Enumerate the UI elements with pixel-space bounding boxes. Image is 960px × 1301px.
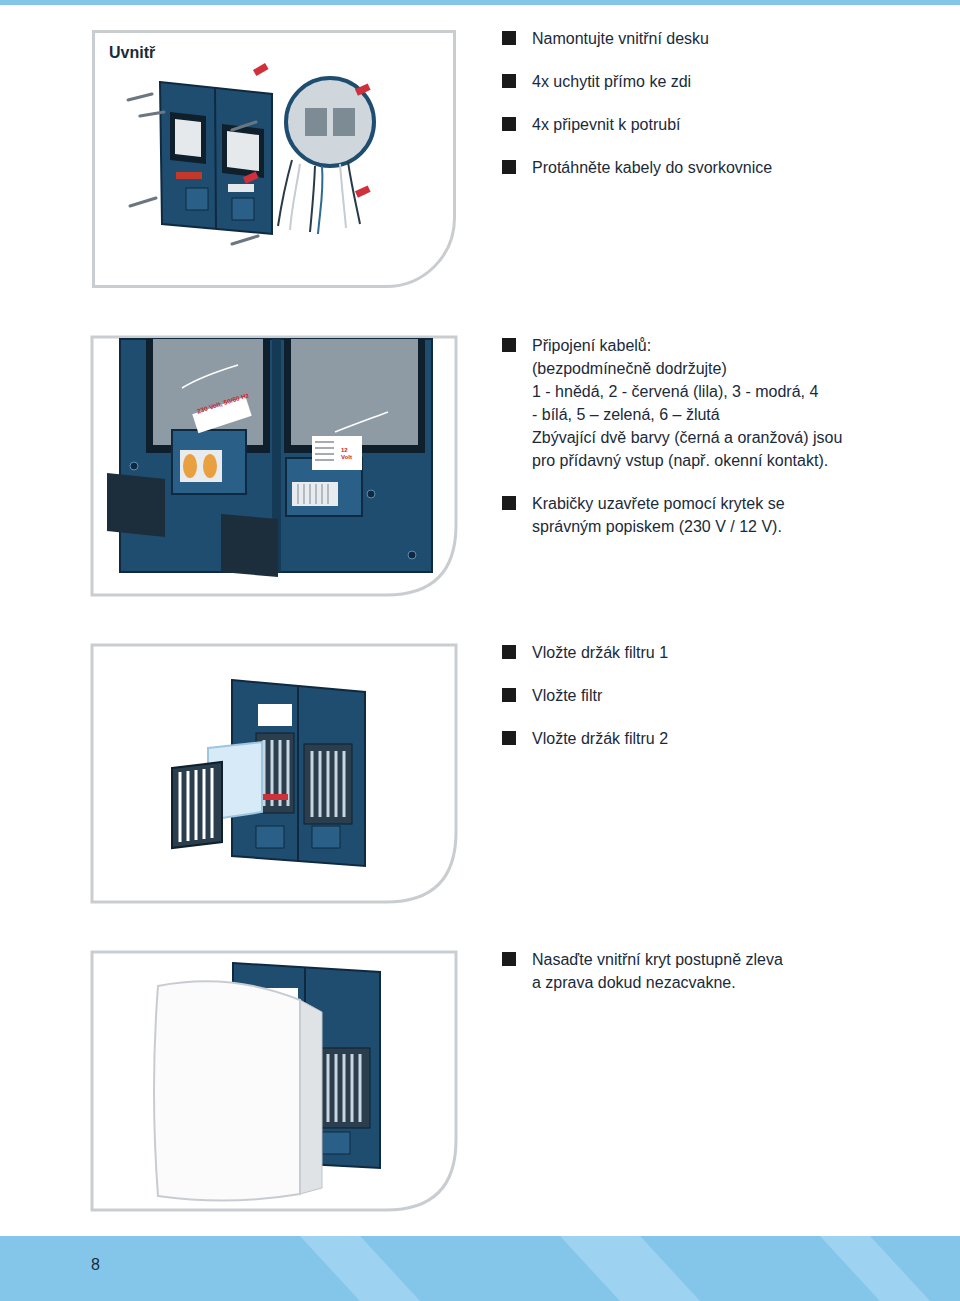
top-strip <box>0 0 960 5</box>
panel-frame <box>92 337 456 595</box>
screw <box>232 122 256 130</box>
terminal-clamp <box>183 454 197 478</box>
sticker-lines <box>315 442 334 460</box>
instruction-text: Připojení kabelů: <box>532 334 862 357</box>
instruction-text: 1 - hnědá, 2 - červená (lila), 3 - modrá… <box>532 380 828 426</box>
bullet <box>502 117 516 131</box>
plate-divider <box>297 686 299 861</box>
pipe-opening <box>305 108 327 136</box>
instruction-text: Nasaďte vnitřní kryt postupně zleva a zp… <box>532 948 790 994</box>
grille-bars <box>328 1054 360 1122</box>
voltage-sticker <box>176 172 202 179</box>
bullet <box>502 952 516 966</box>
terminal-strip <box>292 482 338 506</box>
window-opening <box>227 131 259 171</box>
instruction-text: Namontujte vnitřní desku <box>532 27 862 50</box>
voltage-sticker <box>228 184 254 192</box>
bottom-bar <box>0 1236 960 1301</box>
instruction-text: 4x uchytit přímo ke zdi <box>532 70 862 93</box>
dowel <box>355 185 371 197</box>
bullet <box>502 688 516 702</box>
screw <box>408 551 416 559</box>
inner-cover <box>154 981 300 1200</box>
voltage-label: 12 Volt <box>341 447 359 460</box>
instruction-text: Vložte filtr <box>532 684 862 707</box>
box-cover <box>322 1132 350 1154</box>
grille-bars <box>264 740 344 817</box>
terminal-clamp <box>203 454 217 478</box>
bullet <box>502 496 516 510</box>
box-cover <box>107 473 165 537</box>
box-cover <box>221 514 278 577</box>
screw <box>130 198 156 206</box>
bullet <box>502 645 516 659</box>
voltage-sticker <box>312 436 362 470</box>
cable <box>348 162 360 224</box>
terminal-slots <box>298 484 328 504</box>
cable <box>310 166 315 232</box>
pipe-opening <box>333 108 355 136</box>
cover-side <box>300 1000 322 1194</box>
instruction-text: (bezpodmínečně dodržujte) <box>532 357 862 380</box>
instruction-text: Vložte držák filtru 1 <box>532 641 862 664</box>
inner-plate <box>160 82 272 234</box>
bullet <box>502 338 516 352</box>
instruction-text: Protáhněte kabely do svorkovnice <box>532 156 862 179</box>
screw <box>367 490 375 498</box>
bullet <box>502 74 516 88</box>
window-frame <box>170 112 206 164</box>
cable <box>278 160 292 226</box>
instruction-text: 4x připevnit k potrubí <box>532 113 862 136</box>
panel-frame: Uvnitř <box>92 30 456 288</box>
window-frame <box>284 339 425 453</box>
page-number: 8 <box>91 1253 121 1276</box>
bullet <box>502 31 516 45</box>
window-frame <box>222 124 264 178</box>
bullet <box>502 160 516 174</box>
instruction-text: Vložte držák filtru 2 <box>532 727 862 750</box>
dowel <box>243 171 259 183</box>
terminal-box <box>172 430 246 494</box>
cable <box>318 166 323 234</box>
grille-bars <box>180 768 212 842</box>
window-opening <box>291 339 418 445</box>
panel-frame <box>92 952 456 1210</box>
screw <box>140 112 164 116</box>
instruction-text: Zbývající dvě barvy (černá a oranžová) j… <box>532 426 844 472</box>
screw <box>128 94 152 100</box>
dowel <box>253 63 269 76</box>
screw <box>130 462 138 470</box>
terminal-box <box>186 188 208 210</box>
filter-holder <box>320 1048 370 1128</box>
box-cover <box>256 826 284 848</box>
plate-divider <box>215 88 216 229</box>
dowel <box>355 83 371 95</box>
panel-heading: Uvnitř <box>109 43 439 64</box>
terminal-block <box>180 450 222 482</box>
bar-stripes <box>300 1236 930 1301</box>
ce-label <box>258 704 292 726</box>
filter-holder <box>172 762 222 848</box>
pipe <box>286 78 374 166</box>
instruction-text: Krabičky uzavřete pomocí krytek se správ… <box>532 492 822 538</box>
window-opening <box>175 119 201 157</box>
cable <box>340 164 346 228</box>
box-cover <box>312 826 340 848</box>
bullet <box>502 731 516 745</box>
screw <box>232 236 258 244</box>
terminal-box <box>232 198 254 220</box>
cable <box>290 164 300 230</box>
panel-frame <box>92 645 456 902</box>
